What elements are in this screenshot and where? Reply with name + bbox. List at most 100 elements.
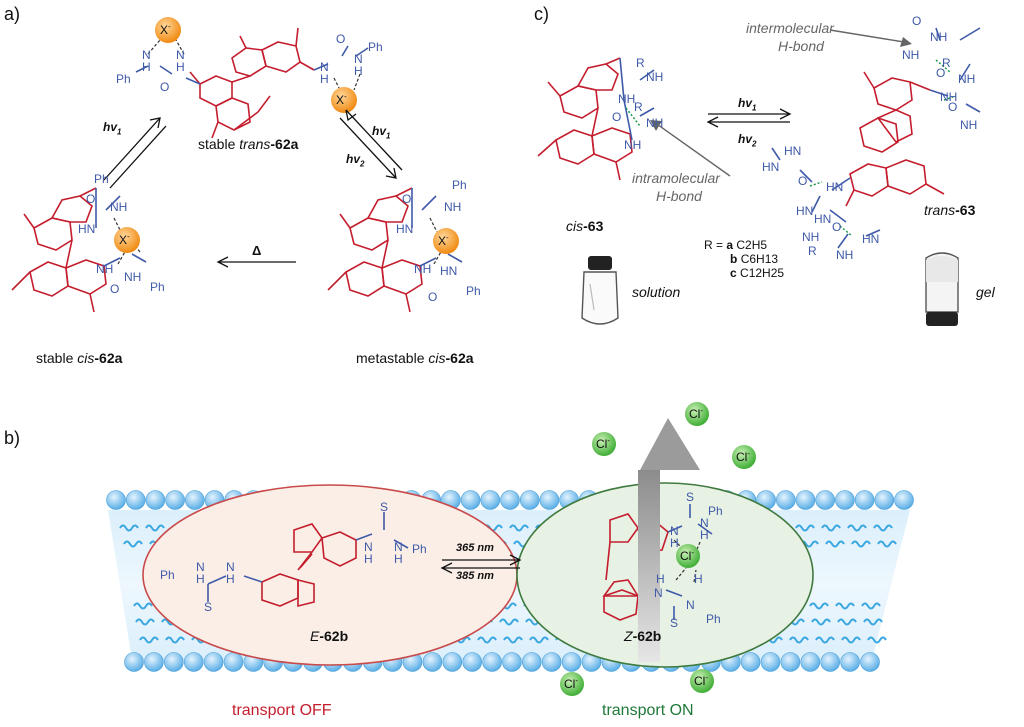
gel-label: gel <box>976 284 995 300</box>
lipid-tail <box>503 636 523 644</box>
cis-a-nh-top: NH <box>110 200 128 214</box>
transport-arrow <box>624 418 700 662</box>
hv2-label-right: hv2 <box>346 152 365 169</box>
z62b-n-bottom2: N <box>686 598 695 612</box>
cis-c-nh-left: NH <box>618 92 636 106</box>
z62b-n-bottom: N <box>654 586 663 600</box>
trans-62a-structure <box>135 27 369 139</box>
transport-off-label: transport OFF <box>232 702 332 719</box>
lipid-tail <box>863 618 883 626</box>
trans-c-nh-left: NH <box>902 48 920 62</box>
lipid-head <box>145 490 166 510</box>
lipid-head <box>894 490 914 510</box>
lipid-tail <box>825 540 845 548</box>
lipid-head <box>860 652 880 672</box>
arrow-thermal <box>216 256 296 268</box>
hv1-label-c: hv1 <box>738 96 757 113</box>
lipid-head <box>165 490 185 510</box>
lipid-head <box>800 652 821 672</box>
cis-a-o-bottom: O <box>110 282 120 296</box>
meta-a-hn-bottom: HN <box>440 264 458 278</box>
lipid-head <box>203 652 224 672</box>
lipid-head <box>422 652 443 672</box>
lipid-head <box>820 652 841 672</box>
lipid-tail <box>873 524 893 532</box>
z-62b-structure <box>602 504 713 621</box>
lipid-head <box>780 652 801 672</box>
r-group-definitions: R = a C2H5 b C6H13 c C12H25 <box>704 238 785 280</box>
trans-a-n2: N <box>176 48 185 62</box>
chloride-sphere <box>685 402 709 426</box>
lipid-tail <box>145 524 165 532</box>
lipid-head <box>502 652 522 672</box>
trans-a-o-right: O <box>336 32 346 46</box>
lipid-head <box>539 490 560 510</box>
meta-a-ph-bottom: Ph <box>466 284 481 298</box>
lipid-tail <box>529 636 549 644</box>
transport-on-vesicle <box>516 482 814 668</box>
wavelength-385-label: 385 nm <box>456 570 494 582</box>
trans-62a-label: stable trans-62a <box>198 136 299 152</box>
lipid-tail <box>837 618 857 626</box>
lipid-head <box>482 652 502 672</box>
e62b-n-right2: N <box>394 540 403 554</box>
arrow-hv1-left <box>103 117 167 189</box>
lipid-head <box>144 652 164 672</box>
trans-c-o-top: O <box>912 14 922 28</box>
z62b-h-mid2: H <box>694 572 703 586</box>
lipid-tail <box>477 636 497 644</box>
lipid-tail <box>509 524 529 532</box>
anion-label-left: X- <box>119 232 130 247</box>
chloride-sphere <box>732 445 756 469</box>
hv1-label-right: hv1 <box>372 124 391 141</box>
trans-c-nh-mid: NH <box>958 72 976 86</box>
trans-c-o-left: O <box>798 174 808 188</box>
z-62b-label: Z-62b <box>624 628 662 644</box>
z62b-h-top2: H <box>700 528 709 542</box>
lipid-tail <box>861 602 881 610</box>
lipid-tail <box>139 636 159 644</box>
trans-a-h3: H <box>320 72 329 86</box>
anion-sphere-right <box>433 228 459 254</box>
meta-a-o-bottom: O <box>428 290 438 304</box>
lipid-tail <box>835 602 855 610</box>
arrow-hv-c <box>706 108 792 128</box>
e62b-n-left2: N <box>226 560 235 574</box>
trans-c-o-low: O <box>832 220 842 234</box>
lipid-head <box>521 652 542 672</box>
trans-c-nh-top: NH <box>930 30 948 44</box>
lipid-head <box>462 652 483 672</box>
lipid-head <box>185 490 205 510</box>
panel-label-c: c) <box>534 4 549 24</box>
e62b-s-top: S <box>380 500 389 514</box>
trans-c-hn-1: HN <box>784 144 802 158</box>
z62b-ph-top: Ph <box>708 504 723 518</box>
intramolecular-label-1: intramolecular <box>632 170 720 186</box>
lipid-tail <box>851 540 871 548</box>
z62b-h-top: H <box>670 536 679 550</box>
trans-c-nh-bottom: NH <box>836 248 854 262</box>
cis-c-r-top: R <box>636 56 645 70</box>
trans-c-r-top: R <box>942 56 951 70</box>
lipid-head <box>840 652 860 672</box>
trans-c-r-low: R <box>808 244 817 258</box>
anion-sphere-top-right <box>331 87 357 113</box>
cis-a-nh-bottom-2: NH <box>124 270 142 284</box>
arrow-hv-right <box>339 109 403 179</box>
trans-63-label: trans-63 <box>924 202 976 218</box>
lipid-head <box>124 652 144 672</box>
chloride-ions <box>560 402 756 696</box>
e62b-ph-right: Ph <box>412 542 427 556</box>
cis-c-nh-bottom: NH <box>624 138 642 152</box>
trans-a-n3: N <box>320 60 329 74</box>
lipid-head <box>740 652 761 672</box>
trans-a-n4: N <box>354 52 363 66</box>
cis-c-nh-mid: NH <box>646 116 664 130</box>
lipid-head <box>874 490 895 510</box>
lipid-tail <box>847 524 867 532</box>
lipid-head <box>442 652 463 672</box>
anion-sphere-top-left <box>155 17 181 43</box>
metastable-cis-62a-structure <box>327 187 463 313</box>
lipid-head <box>480 490 501 510</box>
